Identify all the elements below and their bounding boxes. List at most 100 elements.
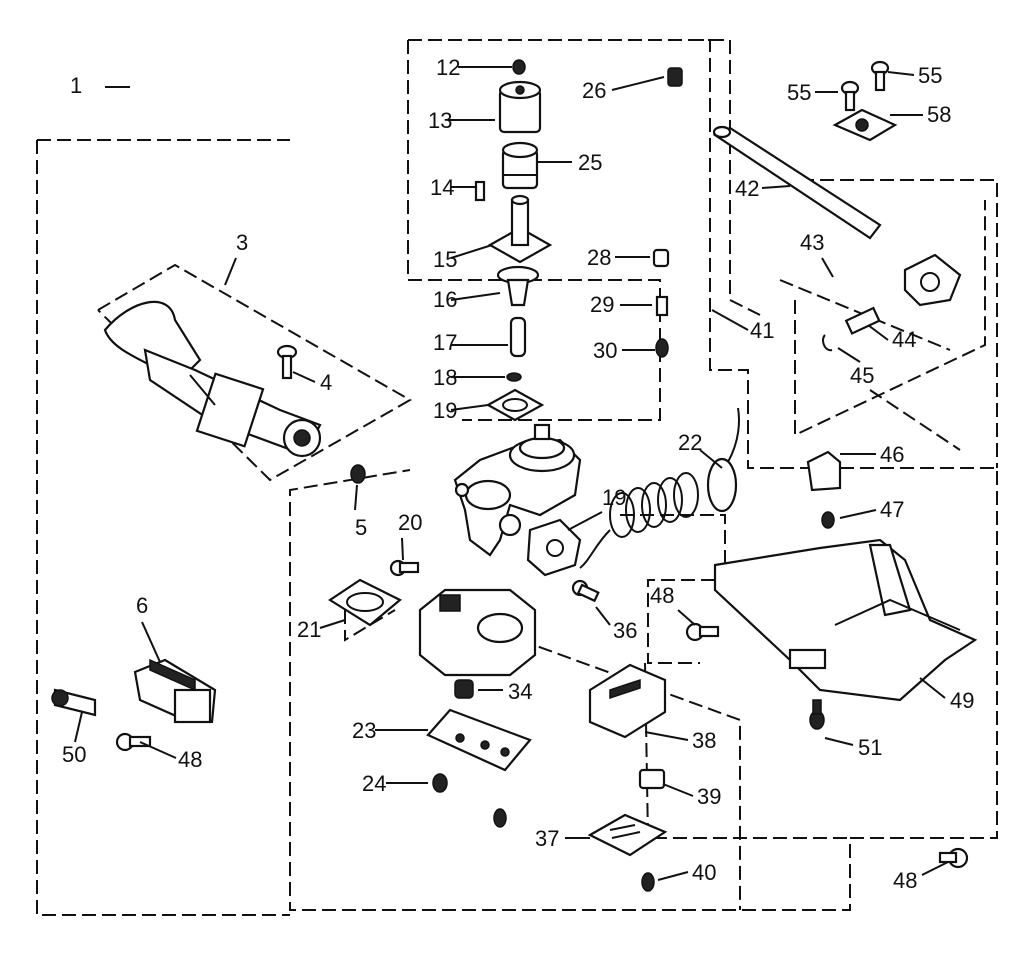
part-14-screw-top [474, 180, 486, 202]
part-25-spool [501, 141, 539, 190]
callout-c46: 46 [880, 442, 904, 467]
callout-c41: 41 [750, 318, 774, 343]
part-24-screw [432, 773, 448, 793]
leader-line-c55b [887, 71, 915, 76]
leader-line-c4 [292, 371, 316, 383]
callout-c5: 5 [355, 515, 367, 540]
lower-housing [418, 588, 537, 677]
valve-body [453, 423, 582, 557]
leader-line-c47 [839, 509, 877, 519]
callout-c23: 23 [352, 718, 376, 743]
part-28-fitting [652, 248, 670, 268]
callout-c20: 20 [398, 510, 422, 535]
callout-c28: 28 [587, 245, 611, 270]
callout-c19a: 19 [433, 398, 457, 423]
callout-c19b: 19 [602, 485, 626, 510]
part-13-cylinder [498, 80, 542, 134]
callout-c24: 24 [362, 771, 386, 796]
callout-c55a: 55 [787, 80, 811, 105]
callout-c25: 25 [578, 150, 602, 175]
callout-c55b: 55 [918, 63, 942, 88]
part-17-pin [509, 316, 527, 358]
leader-line-c43 [821, 257, 834, 278]
part-36-screw [571, 579, 600, 603]
callout-c40: 40 [692, 860, 716, 885]
leader-line-c19a [450, 404, 489, 411]
assembly-boundary-lines [36, 39, 998, 916]
part-14-screw-bottom [493, 808, 507, 828]
part-55-screw-left [840, 80, 860, 112]
callout-c26: 26 [582, 78, 606, 103]
callout-c43: 43 [800, 230, 824, 255]
leader-line-c19b [567, 511, 603, 531]
callout-c37: 37 [535, 826, 559, 851]
leader-line-c42 [761, 185, 791, 189]
callout-c49: 49 [950, 688, 974, 713]
callout-c44: 44 [892, 327, 916, 352]
part-16-diaphragm [496, 265, 540, 307]
part-51-screw [809, 699, 825, 730]
part-5-nut [350, 464, 366, 484]
callout-c22: 22 [678, 430, 702, 455]
callout-c29: 29 [590, 292, 614, 317]
callout-c48a: 48 [650, 583, 674, 608]
callout-c48c: 48 [893, 868, 917, 893]
leader-line-c3 [224, 257, 237, 286]
part-21-gasket [327, 578, 402, 627]
part-19-gasket [485, 388, 545, 422]
leader-line-c48c [921, 861, 949, 876]
leader-line-c15 [450, 244, 493, 259]
part-6-bracket [133, 658, 217, 724]
callout-c30: 30 [593, 338, 617, 363]
leader-line-c48a [677, 609, 696, 626]
callout-c16: 16 [433, 287, 457, 312]
leader-line-c48b [139, 741, 177, 759]
callout-c15: 15 [433, 247, 457, 272]
part-3-handle [103, 300, 322, 458]
part-46-clip [806, 450, 842, 492]
leader-line-c51 [824, 737, 854, 746]
leader-line-c26 [611, 76, 665, 91]
part-18-washer [506, 372, 522, 382]
part-34-fitting [454, 679, 474, 699]
callout-c34: 34 [508, 679, 532, 704]
leader-line-c41 [711, 309, 749, 331]
callout-c38: 38 [692, 728, 716, 753]
part-43-fitting [903, 253, 962, 307]
callout-c50: 50 [62, 742, 86, 767]
callout-c18: 18 [433, 365, 457, 390]
part-44-nipple [844, 306, 881, 335]
callout-c36: 36 [613, 618, 637, 643]
part-19-connector [526, 518, 582, 577]
callout-c13: 13 [428, 108, 452, 133]
part-42-rod [712, 125, 882, 240]
leader-line-c40 [657, 871, 689, 881]
leader-line-c38 [644, 731, 689, 741]
leader-line-c5 [354, 484, 358, 511]
leader-line-c22 [699, 449, 723, 469]
leader-line-c20 [401, 537, 404, 561]
callout-c3: 3 [236, 230, 248, 255]
part-40-screw [641, 872, 655, 892]
part-48-screw-right [938, 847, 969, 869]
leader-line-c39 [662, 783, 694, 797]
callout-c45: 45 [850, 363, 874, 388]
callout-labels: 1345612131415161718191920212223242526282… [62, 55, 974, 893]
callout-c14a: 14 [430, 175, 454, 200]
callout-c47: 47 [880, 497, 904, 522]
part-23-plate [426, 708, 532, 772]
part-45-clip [822, 334, 833, 352]
callout-c21: 21 [297, 617, 321, 642]
part-30-ball [655, 338, 669, 358]
leader-line-c6 [141, 621, 161, 663]
part-49-base-plate [713, 538, 978, 702]
part-48-screw-mid [685, 622, 720, 642]
leader-line-c21 [319, 619, 346, 629]
part-38-cover [588, 663, 667, 739]
part-50-clamp [51, 688, 97, 717]
part-55-screw-right [870, 60, 890, 92]
leader-line-c45 [837, 347, 861, 363]
leader-line-c36 [595, 606, 611, 626]
callout-c58: 58 [927, 102, 951, 127]
